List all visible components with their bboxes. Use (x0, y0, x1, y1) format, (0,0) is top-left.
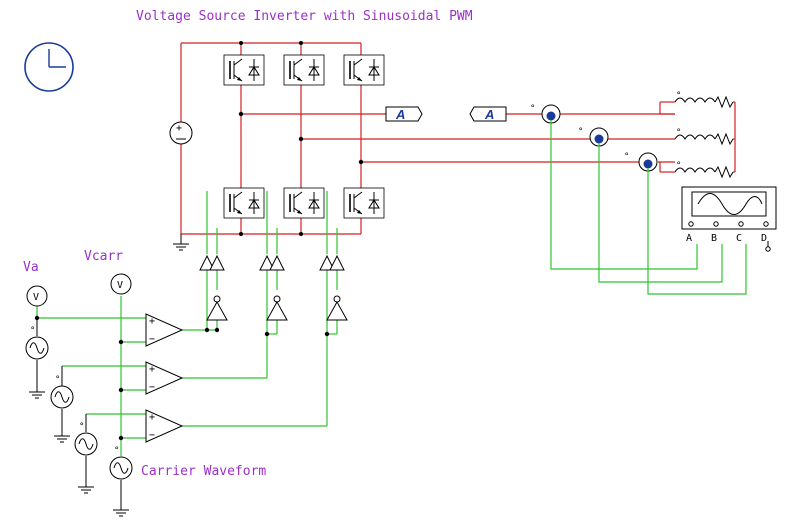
igbt-switch-icon (283, 187, 325, 219)
ground-icon (28, 391, 46, 399)
vcarr-label: Vcarr (84, 249, 123, 264)
ammeter-tag-out: A (385, 106, 423, 122)
ammeter-tag-in: A (469, 106, 507, 122)
not-gate-icon (206, 295, 228, 321)
svg-text:°: ° (676, 128, 681, 138)
clock-icon (24, 42, 74, 92)
ac-source-icon (74, 432, 98, 456)
diagram-title: Voltage Source Inverter with Sinusoidal … (136, 9, 473, 24)
scope-channel-a: A (686, 233, 692, 244)
svg-text:+: + (176, 123, 182, 134)
ammeter-tag-label: A (484, 107, 494, 122)
inductor-icon (674, 96, 734, 108)
scope-channel-b: B (711, 233, 717, 244)
svg-text:°: ° (624, 152, 629, 162)
comparator-icon (145, 361, 183, 395)
inductor-icon (674, 133, 734, 145)
scope-wiring (550, 120, 747, 295)
ground-icon (77, 486, 95, 494)
svg-text:°: ° (676, 91, 681, 101)
igbt-switch-icon (223, 187, 265, 219)
voltmeter-vcarr: V (110, 273, 132, 295)
scope-channel-d: D (761, 233, 767, 244)
ac-source-icon (25, 336, 49, 360)
ammeter-tag-label: A (395, 107, 405, 122)
igbt-switch-icon (343, 54, 385, 86)
svg-text:°: ° (30, 326, 35, 336)
inductor-icon (674, 166, 734, 178)
svg-text:°: ° (79, 422, 84, 432)
ac-source-icon (50, 385, 74, 409)
not-gate-icon (266, 295, 288, 321)
igbt-switch-icon (223, 54, 265, 86)
gate-drive-wiring (36, 191, 338, 456)
scope-channel-c: C (736, 233, 742, 244)
svg-text:°: ° (55, 375, 60, 385)
dc-source-icon: + (169, 121, 193, 145)
voltmeter-va: V (26, 285, 48, 307)
ground-icon (112, 509, 130, 517)
igbt-switch-icon (343, 187, 385, 219)
comparator-icon (145, 313, 183, 347)
ac-source-icon (109, 456, 133, 480)
svg-text:°: ° (530, 104, 535, 114)
comparator-icon (145, 409, 183, 443)
va-label: Va (23, 260, 39, 275)
svg-text:°: ° (578, 127, 583, 137)
voltmeter-symbol: V (117, 280, 123, 291)
ground-icon (172, 243, 190, 251)
carrier-label: Carrier Waveform (141, 464, 266, 479)
svg-text:°: ° (114, 446, 119, 456)
oscilloscope-icon (681, 186, 777, 230)
gate-buffers (199, 254, 345, 271)
igbt-switch-icon (283, 54, 325, 86)
svg-text:°: ° (676, 161, 681, 171)
voltmeter-symbol: V (33, 292, 39, 303)
ground-icon (53, 435, 71, 443)
not-gate-icon (326, 295, 348, 321)
